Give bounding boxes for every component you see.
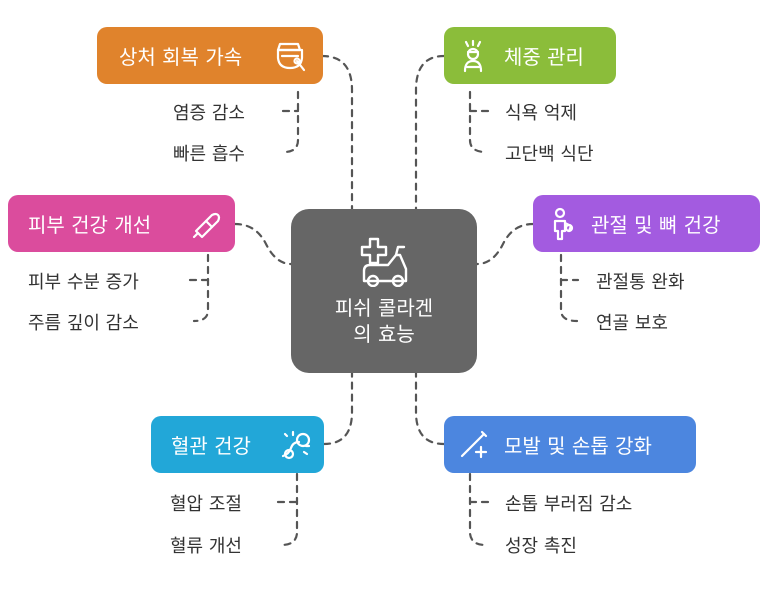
connector-blood-items bbox=[279, 472, 299, 547]
branch-joint-bone: 관절 및 뼈 건강 bbox=[533, 195, 760, 252]
branch-hair-nails-label: 모발 및 손톱 강화 bbox=[504, 434, 652, 458]
skin-item-1: 피부 수분 증가 bbox=[28, 272, 139, 293]
ambulance-medical-icon bbox=[358, 237, 410, 288]
branch-joint-bone-label: 관절 및 뼈 건강 bbox=[591, 213, 721, 237]
person-weight-icon bbox=[456, 39, 490, 73]
bandaged-container-icon bbox=[273, 39, 307, 73]
branch-weight-management: 체중 관리 bbox=[444, 27, 616, 84]
connector-joint-items bbox=[559, 253, 579, 323]
branch-weight-management-label: 체중 관리 bbox=[504, 45, 584, 69]
branch-wound-healing-label: 상처 회복 가속 bbox=[119, 45, 243, 69]
branch-skin-health: 피부 건강 개선 bbox=[8, 195, 235, 252]
connector-joint bbox=[475, 222, 535, 266]
center-title-line1: 피쉬 콜라겐 bbox=[334, 296, 434, 320]
connector-hair-items bbox=[468, 472, 488, 547]
connector-weight-items bbox=[468, 90, 488, 154]
weight-item-1: 식욕 억제 bbox=[505, 103, 577, 124]
connector-skin-items bbox=[192, 253, 210, 323]
joint-item-1: 관절통 완화 bbox=[596, 272, 685, 293]
connector-wound bbox=[320, 54, 354, 211]
joint-item-2: 연골 보호 bbox=[596, 313, 668, 334]
blood-item-1: 혈압 조절 bbox=[170, 494, 242, 515]
connector-hair bbox=[414, 371, 446, 446]
hair-item-1: 손톱 부러짐 감소 bbox=[505, 494, 633, 515]
branch-blood-vessel-label: 혈관 건강 bbox=[171, 434, 251, 458]
joint-pain-person-icon bbox=[545, 207, 579, 241]
branch-wound-healing: 상처 회복 가속 bbox=[97, 27, 323, 84]
wound-item-1: 염증 감소 bbox=[173, 103, 245, 124]
center-title-line2: 의 효능 bbox=[353, 322, 415, 346]
center-node: 피쉬 콜라겐 의 효능 bbox=[291, 209, 477, 373]
branch-skin-health-label: 피부 건강 개선 bbox=[28, 213, 152, 237]
hair-item-2: 성장 촉진 bbox=[505, 536, 577, 557]
wound-item-2: 빠른 흡수 bbox=[173, 144, 245, 165]
weight-item-2: 고단백 식단 bbox=[505, 144, 594, 165]
connector-weight bbox=[414, 54, 446, 211]
blood-item-2: 혈류 개선 bbox=[170, 536, 242, 557]
syringe-plus-icon bbox=[456, 428, 490, 462]
branch-hair-nails: 모발 및 손톱 강화 bbox=[444, 416, 696, 473]
branch-blood-vessel: 혈관 건강 bbox=[151, 416, 324, 473]
blood-vessel-icon bbox=[279, 428, 313, 462]
connector-blood bbox=[322, 371, 354, 446]
skin-item-2: 주름 깊이 감소 bbox=[28, 313, 139, 334]
connector-wound-items bbox=[282, 90, 300, 154]
connector-skin bbox=[233, 222, 293, 266]
lipstick-icon bbox=[190, 207, 224, 241]
